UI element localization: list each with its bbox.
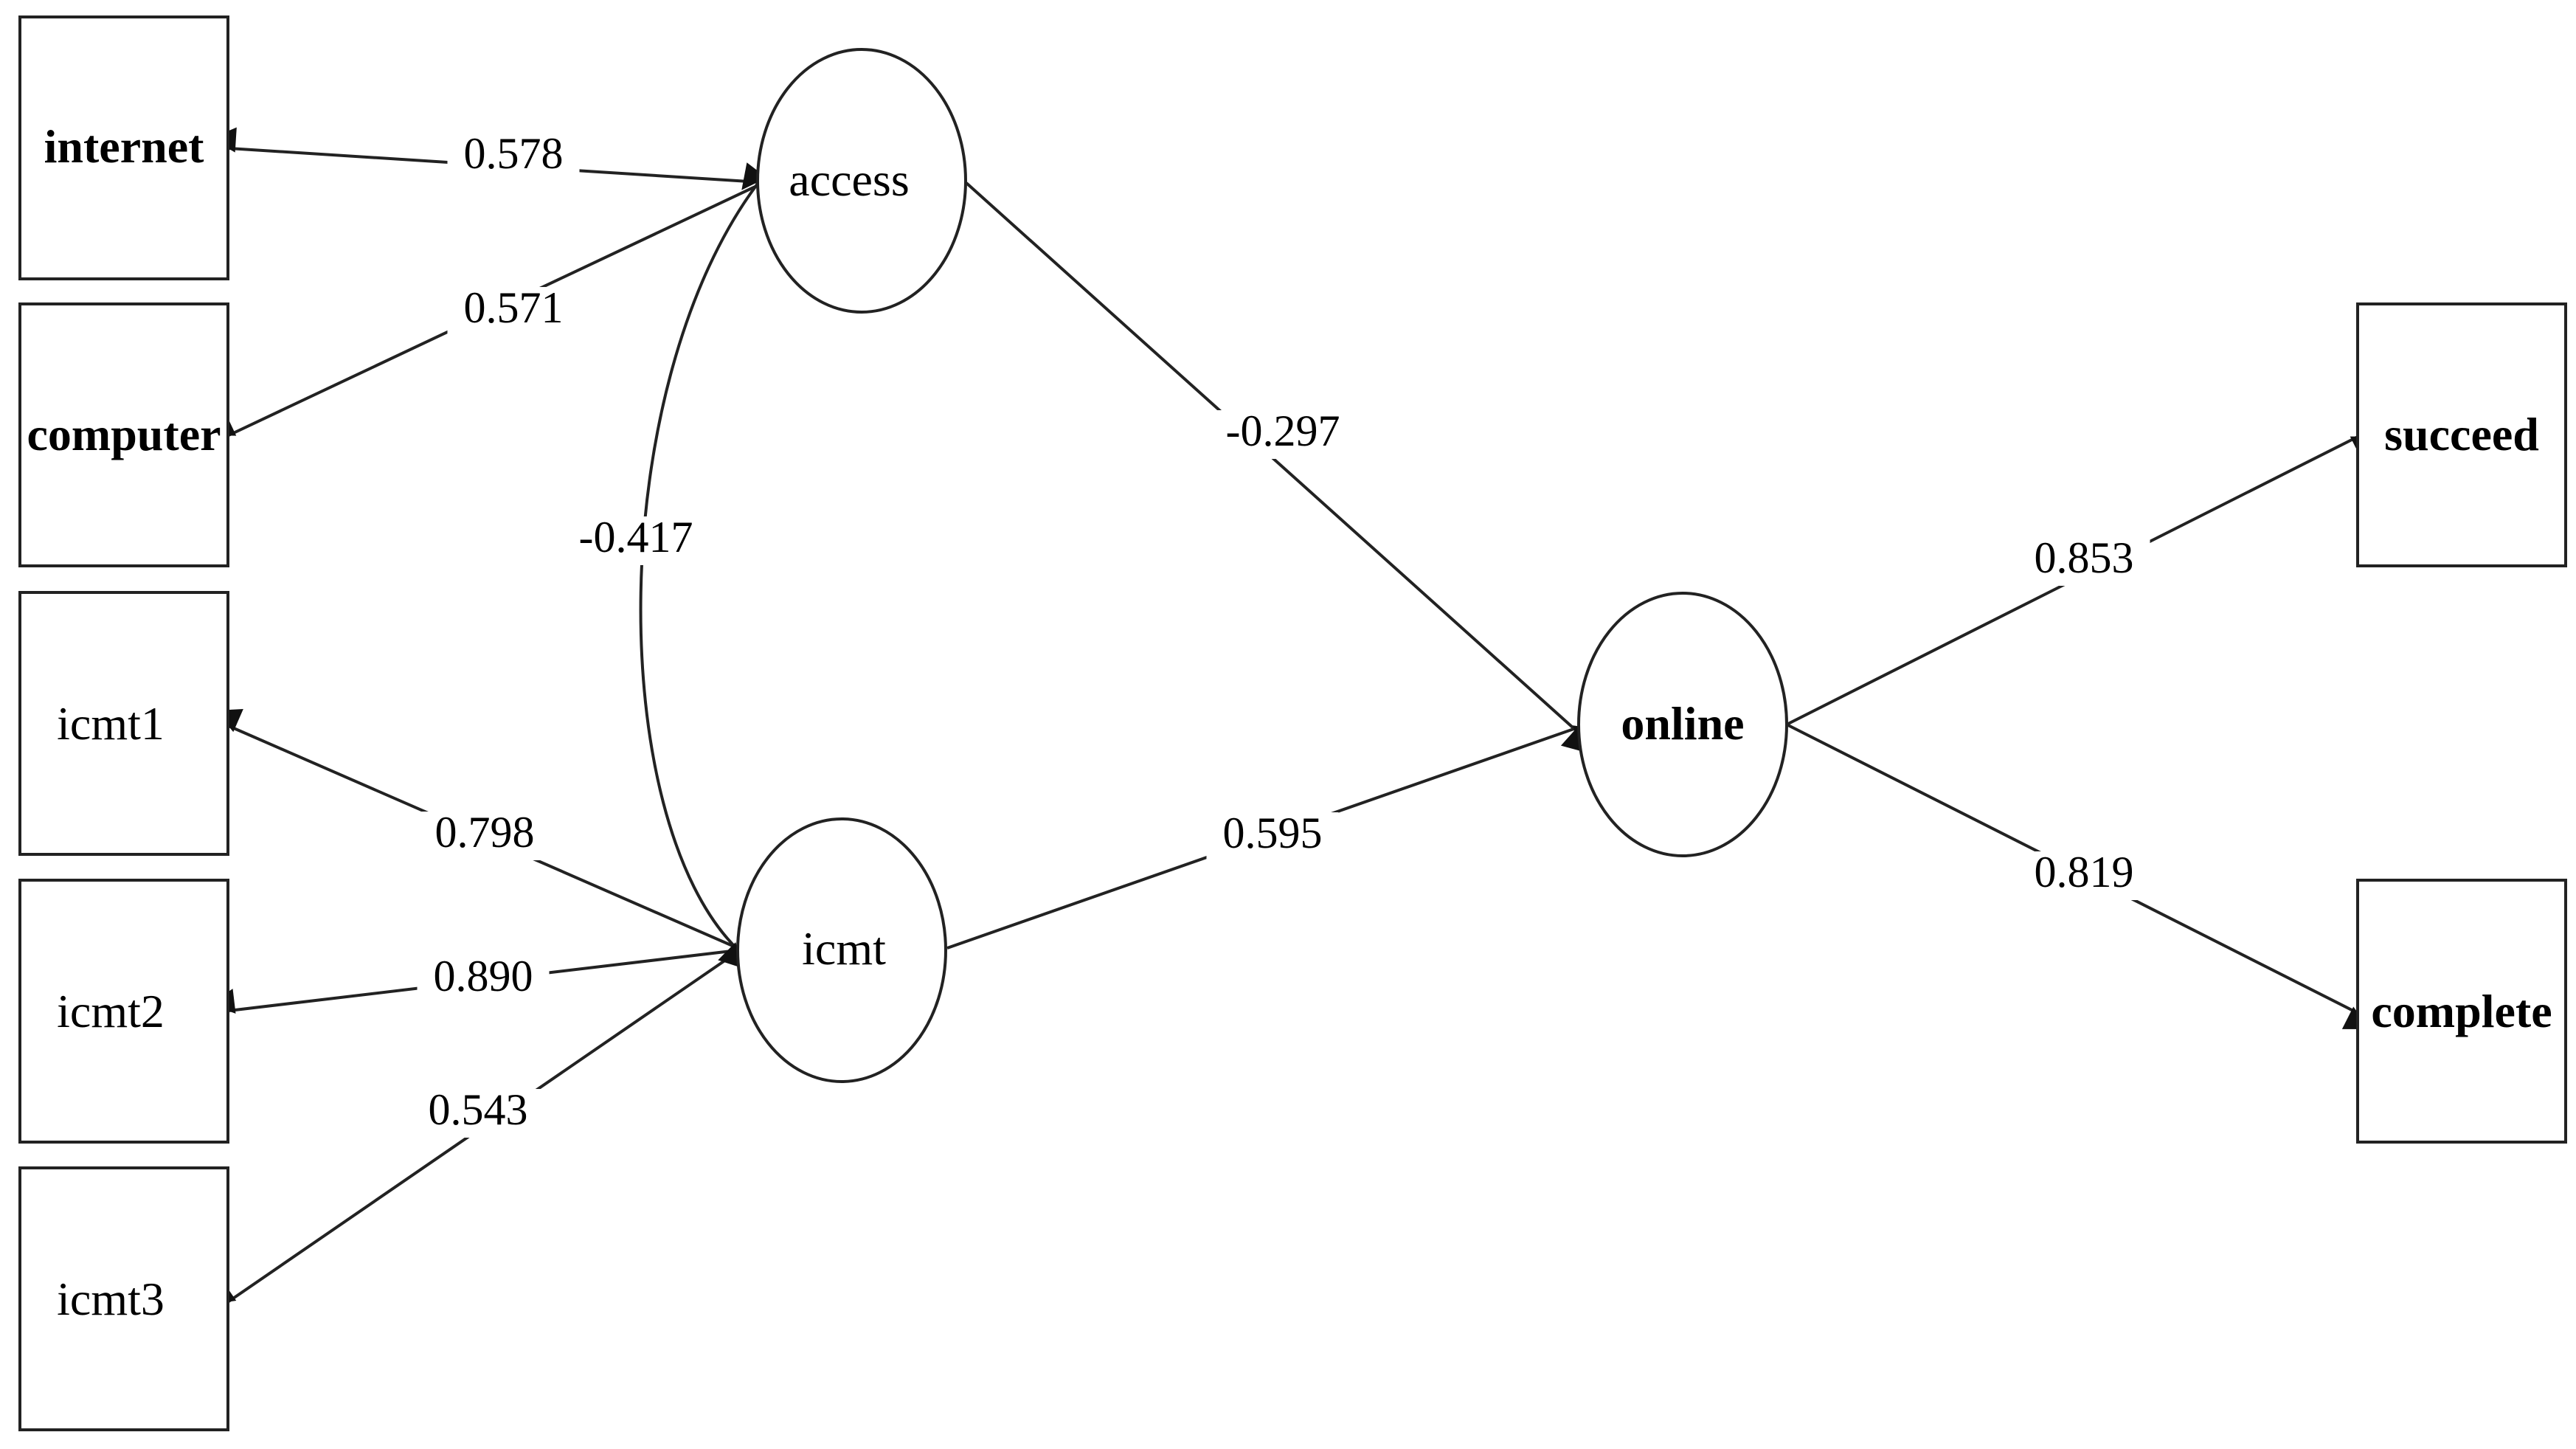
edge-label-bg-icmt-icmt1 [418,812,551,860]
indicator-node-icmt1: icmt1 [18,591,229,856]
indicator-label-icmt1: icmt1 [57,697,165,750]
latent-label-online: online [1621,697,1744,750]
latent-label-access: access [789,153,909,206]
edge-label-bg-access-online [1205,410,1360,459]
edge-label-bg-access-icmt [558,516,713,565]
edge-label-icmt-icmt1: 0.798 [435,808,535,857]
edge-label-icmt-online: 0.595 [1223,809,1323,857]
indicator-node-icmt2: icmt2 [18,879,229,1144]
indicator-label-computer: computer [27,408,221,460]
edge-label-bg-online-succeed [2018,537,2150,586]
edge-label-access-computer: 0.571 [464,283,564,332]
indicator-label-internet: internet [44,120,205,173]
edge-label-bg-icmt-online [1206,812,1339,861]
latent-node-access: access [756,48,967,314]
edge-label-bg-access-internet [447,133,580,181]
edge-label-access-internet: 0.578 [464,129,564,178]
latent-label-icmt: icmt [802,922,886,975]
indicator-label-icmt3: icmt3 [57,1273,165,1325]
latent-node-online: online [1577,592,1788,857]
edge-label-access-online: -0.297 [1226,407,1340,455]
indicator-node-complete: complete [2356,879,2567,1144]
latent-node-icmt: icmt [736,817,947,1083]
indicator-label-icmt2: icmt2 [57,985,165,1037]
indicator-node-computer: computer [18,302,229,567]
edge-label-icmt-icmt2: 0.890 [434,952,533,1000]
edge-label-bg-icmt-icmt3 [412,1089,544,1138]
edge-label-online-succeed: 0.853 [2035,533,2134,582]
nodes-layer: internet computer icmt1 icmt2 icmt3 succ… [18,15,2567,1431]
edge-label-online-complete: 0.819 [2035,848,2134,896]
indicator-label-succeed: succeed [2384,408,2539,460]
edge-label-access-icmt: -0.417 [579,513,693,561]
indicator-node-internet: internet [18,15,229,280]
indicator-node-succeed: succeed [2356,302,2567,567]
edge-access-icmt [639,162,767,969]
edge-label-bg-access-computer [447,287,580,336]
indicator-node-icmt3: icmt3 [18,1166,229,1431]
edge-label-bg-online-complete [2018,851,2150,900]
labels-layer: 0.578 0.571 0.798 0.890 0.543 -0.297 0.595 0.85… [412,129,2150,1138]
indicator-label-complete: complete [2371,985,2552,1037]
edge-label-bg-icmt-icmt2 [417,955,550,1004]
edge-label-icmt-icmt3: 0.543 [429,1085,528,1134]
